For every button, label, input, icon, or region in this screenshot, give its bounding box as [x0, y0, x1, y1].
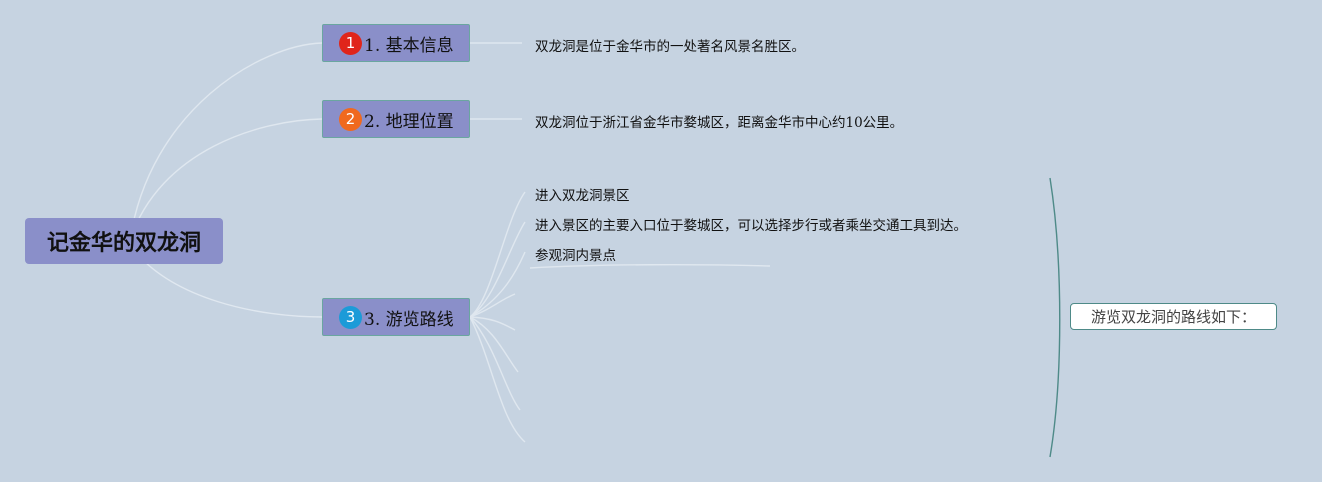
connector-branch-3-leaf-3: [469, 251, 526, 318]
connector-root-branch-1: [129, 42, 323, 241]
connector-branch-3-fan-3: [469, 316, 519, 373]
branch-label: 3. 游览路线: [364, 309, 454, 330]
leaf-location[interactable]: 双龙洞位于浙江省金华市婺城区，距离金华市中心约10公里。: [535, 115, 904, 131]
branch-location[interactable]: 2 2. 地理位置: [322, 100, 470, 138]
connector-branch-3-leaf-2: [469, 221, 526, 318]
leaf-route-visit[interactable]: 参观洞内景点: [535, 248, 616, 264]
bracket-line: [1049, 177, 1061, 458]
leaf-route-enter[interactable]: 进入双龙洞景区: [535, 188, 630, 204]
root-topic[interactable]: 记金华的双龙洞: [25, 218, 223, 264]
connector-leaf-underline-1: [529, 263, 771, 269]
connector-branch-3-fan-5: [469, 316, 526, 443]
connector-branch-3-fan-2: [469, 316, 516, 331]
branch-label: 2. 地理位置: [364, 111, 454, 132]
connector-root-branch-2: [129, 118, 323, 241]
connector-branch-3-fan-4: [469, 316, 521, 411]
branch-label: 1. 基本信息: [364, 35, 454, 56]
leaf-route-entrance[interactable]: 进入景区的主要入口位于婺城区，可以选择步行或者乘坐交通工具到达。: [535, 218, 967, 234]
connector-branch-3-leaf-1: [469, 191, 526, 318]
summary-callout[interactable]: 游览双龙洞的路线如下：: [1070, 303, 1277, 330]
number-badge-icon: 1: [339, 31, 362, 55]
branch-tour-route[interactable]: 3 3. 游览路线: [322, 298, 470, 336]
branch-basic-info[interactable]: 1 1. 基本信息: [322, 24, 470, 62]
leaf-basic-info[interactable]: 双龙洞是位于金华市的一处著名风景名胜区。: [535, 39, 805, 55]
connector-branch-3-fan-1: [469, 293, 516, 318]
number-badge-icon: 2: [339, 107, 362, 131]
summary-callout-label: 游览双龙洞的路线如下：: [1090, 308, 1256, 326]
number-badge-icon: 3: [339, 305, 362, 329]
root-topic-label: 记金华的双龙洞: [46, 231, 201, 256]
